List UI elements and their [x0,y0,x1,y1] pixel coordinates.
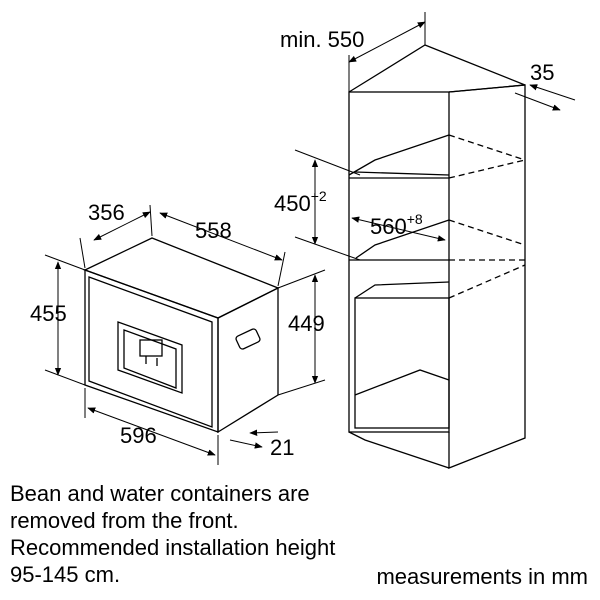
label-560: 560+8 [370,211,423,239]
appliance-side [217,286,279,434]
note-line-4: 95-145 cm. [10,562,121,587]
note-line-2: removed from the front. [10,508,239,533]
label-455: 455 [30,301,67,326]
appliance-drawing [83,237,280,434]
label-min-550: min. 550 [280,27,364,52]
cabinet-front [348,91,450,433]
label-596: 596 [120,423,157,448]
dim-35 [514,84,576,111]
installation-note: Bean and water containers are removed fr… [10,480,335,588]
label-21: 21 [270,435,294,460]
dim-596 [84,388,219,465]
dim-558 [159,212,286,287]
dim-356 [79,204,153,269]
dim-min-550 [348,12,426,92]
dim-455 [44,254,86,386]
dim-21 [229,429,279,449]
note-line-3: Recommended installation height [10,535,336,560]
dim-450 [294,149,361,261]
label-450: 450+2 [274,188,327,216]
coffee-outlet [117,321,183,394]
dim-560 [351,216,446,242]
label-356: 356 [88,200,125,225]
label-558: 558 [195,218,232,243]
units-label: measurements in mm [376,564,588,589]
cabinet-side [448,84,526,469]
cabinet-top [348,44,526,93]
dim-449 [277,269,326,396]
label-35: 35 [530,60,554,85]
side-handle [235,328,261,350]
label-449: 449 [288,311,325,336]
cabinet-drawing [348,44,526,469]
appliance-top [83,237,280,319]
note-line-1: Bean and water containers are [10,481,310,506]
